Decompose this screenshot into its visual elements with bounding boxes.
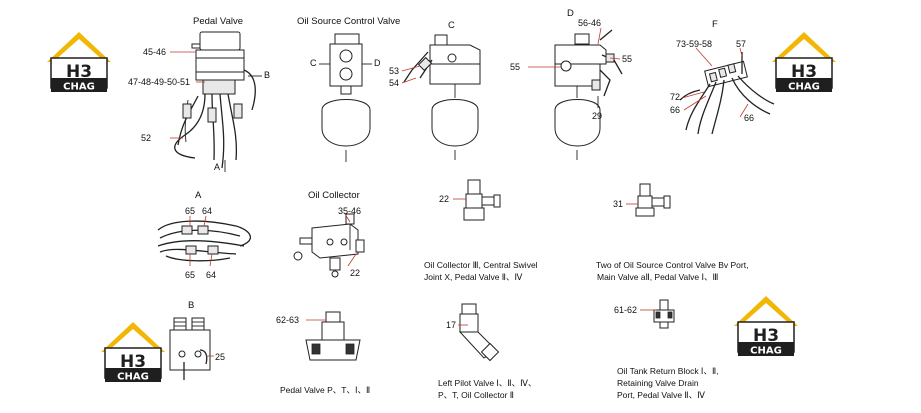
oil-collector-title: Oil Collector [308,190,360,201]
label-b-arrow: B [264,70,270,80]
caption-source-line-2: Main Valve aⅡ, Pedal Valve Ⅰ、Ⅲ [597,272,719,282]
view-a-title: A [195,190,202,201]
caption-tank-line-1: Oil Tank Return Block Ⅰ、Ⅱ, [617,366,719,376]
label-55-left: 55 [510,62,520,72]
label-57: 57 [736,39,746,49]
label-65-bottom: 65 [185,270,195,280]
view-d-title: D [567,8,574,19]
label-72: 72 [670,92,680,102]
label-66-right: 66 [744,113,754,123]
label-73-59-58: 73-59-58 [676,39,712,49]
caption-collector-line-2: Joint X, Pedal Valve Ⅱ、Ⅳ [424,272,522,282]
brand-logo-bottom-right: H3 CHAG [733,295,799,357]
view-f-title: F [712,19,718,30]
label-52: 52 [141,133,151,143]
label-66-left: 66 [670,105,680,115]
label-53: 53 [389,66,399,76]
label-22-collector: 22 [350,268,360,278]
caption-pedal-ptl: Pedal Valve P、T、Ⅰ、Ⅱ [280,385,370,395]
label-61-62: 61-62 [614,305,637,315]
view-c-title: C [448,20,455,31]
label-31: 31 [613,199,623,209]
view-c-assembly: C 53 54 [389,20,481,160]
pedal-valve-assembly: Pedal Valve 45-46 47-48-49-50-51 52 B A [128,16,270,172]
label-62-63: 62-63 [276,315,299,325]
label-55-right: 55 [622,54,632,64]
caption-pilot-line-2: P、T, Oil Collector Ⅱ [438,390,514,400]
caption-pilot-line-1: Left Pilot Valve Ⅰ、Ⅱ、Ⅳ、 [438,378,536,388]
label-29: 29 [592,111,602,121]
label-22-fitting: 22 [439,194,449,204]
label-c-side: C [310,58,317,68]
brand-logo-bottom-left: H3 CHAG [100,321,166,383]
fitting-31: 31 Two of Oil Source Control Valve Bv Po… [596,183,748,282]
logo-subtext: CHAG [117,372,149,383]
pedal-valve-title: Pedal Valve [193,16,243,27]
fitting-22: 22 Oil Collector Ⅲ, Central Swivel Joint… [424,179,538,282]
label-65-top: 65 [185,206,195,216]
brand-logo-top-left: H3 CHAG [46,31,112,93]
fitting-61-62: 61-62 Oil Tank Return Block Ⅰ、Ⅱ, Retaini… [614,299,719,400]
label-45-46: 45-46 [143,47,166,57]
logo-mark: H3 [120,352,146,372]
logo-mark: H3 [753,326,779,346]
view-b-assembly: B 25 [169,300,225,380]
oil-source-control-valve: Oil Source Control Valve C D [297,16,400,162]
label-54: 54 [389,78,399,88]
fitting-62-63: 62-63 Pedal Valve P、T、Ⅰ、Ⅱ [276,311,370,395]
label-a-arrow: A [214,162,220,172]
brand-logo-top-right: H3 CHAG [771,31,837,93]
logo-mark: H3 [791,62,817,82]
oil-collector-assembly: Oil Collector 35-46 22 [293,190,365,278]
label-17: 17 [446,320,456,330]
caption-source-line-1: Two of Oil Source Control Valve Bv Port, [596,260,748,270]
view-a-assembly: A 65 64 65 64 [157,190,251,280]
label-25: 25 [215,352,225,362]
logo-subtext: CHAG [63,82,95,93]
fitting-17: 17 Left Pilot Valve Ⅰ、Ⅱ、Ⅳ、 P、T, Oil Coll… [438,303,536,400]
caption-tank-line-3: Port, Pedal Valve Ⅱ、Ⅳ [617,390,705,400]
label-64-top: 64 [202,206,212,216]
view-d-assembly: D 56-46 55 55 29 [510,8,632,160]
label-d-side: D [374,58,381,68]
label-47-51: 47-48-49-50-51 [128,77,190,87]
label-35-46: 35-46 [338,206,361,216]
logo-subtext: CHAG [750,346,782,357]
view-b-title: B [188,300,194,311]
oil-source-control-valve-title: Oil Source Control Valve [297,16,400,27]
label-64-bottom: 64 [206,270,216,280]
caption-tank-line-2: Retaining Valve Drain [617,378,699,388]
caption-collector-line-1: Oil Collector Ⅲ, Central Swivel [424,260,538,270]
label-56-46: 56-46 [578,18,601,28]
logo-subtext: CHAG [788,82,820,93]
logo-mark: H3 [66,62,92,82]
view-f-assembly: F 73-59-58 57 72 66 66 [670,19,775,135]
